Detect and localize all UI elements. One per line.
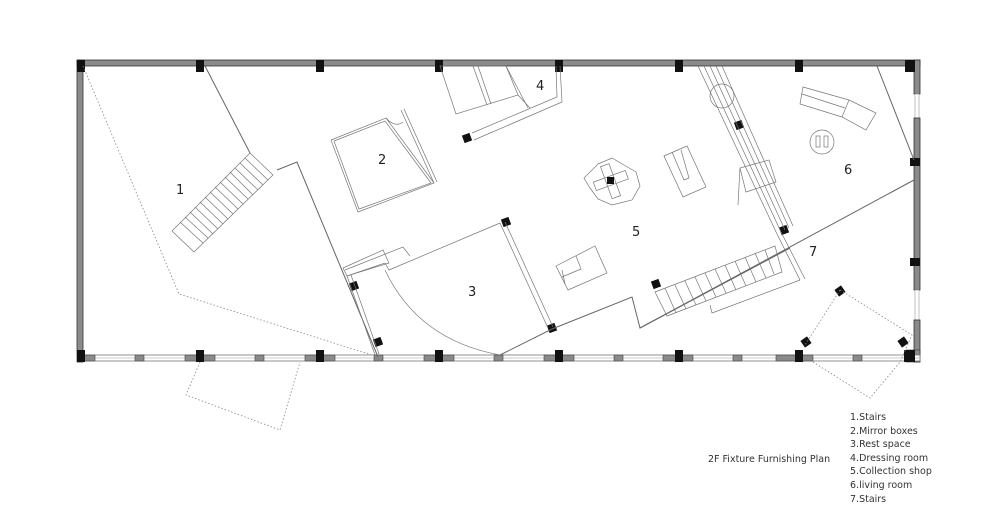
room-label-5: 5 bbox=[632, 225, 640, 240]
room-legend: 1.Stairs 2.Mirror boxes 3.Rest space 4.D… bbox=[850, 411, 932, 506]
legend-item: 2.Mirror boxes bbox=[850, 425, 918, 437]
legend-item: 3.Rest space bbox=[850, 439, 911, 451]
room-label-1: 1 bbox=[176, 183, 184, 198]
structural-columns bbox=[77, 60, 920, 362]
room-number-labels: 1 2 3 4 5 6 7 bbox=[176, 79, 852, 300]
zone-7-stairs-area bbox=[804, 289, 913, 399]
zone-5-collection-shop bbox=[555, 145, 707, 291]
zone-2-mirror-box bbox=[330, 108, 438, 213]
legend-item: 4.Dressing room bbox=[850, 452, 929, 464]
plan-title: 2F Fixture Furnishing Plan bbox=[708, 454, 831, 465]
legend-item: 1.Stairs bbox=[850, 412, 887, 423]
legend-item: 7.Stairs bbox=[850, 493, 887, 505]
zone-3-rest-space bbox=[342, 221, 791, 356]
zone-4-dressing-room bbox=[439, 65, 563, 141]
legend-item: 5.Collection shop bbox=[850, 466, 932, 478]
room-label-4: 4 bbox=[536, 79, 544, 94]
zone-6-living-room bbox=[799, 65, 915, 161]
room-label-6: 6 bbox=[844, 163, 852, 178]
room-label-7: 7 bbox=[809, 245, 817, 260]
diagonal-stair-ramp bbox=[639, 65, 915, 329]
room-label-3: 3 bbox=[468, 285, 476, 300]
exterior-walls bbox=[76, 59, 921, 363]
room-label-2: 2 bbox=[378, 153, 386, 168]
zone-1-stairs bbox=[82, 65, 379, 431]
legend-item: 6.living room bbox=[850, 479, 913, 491]
